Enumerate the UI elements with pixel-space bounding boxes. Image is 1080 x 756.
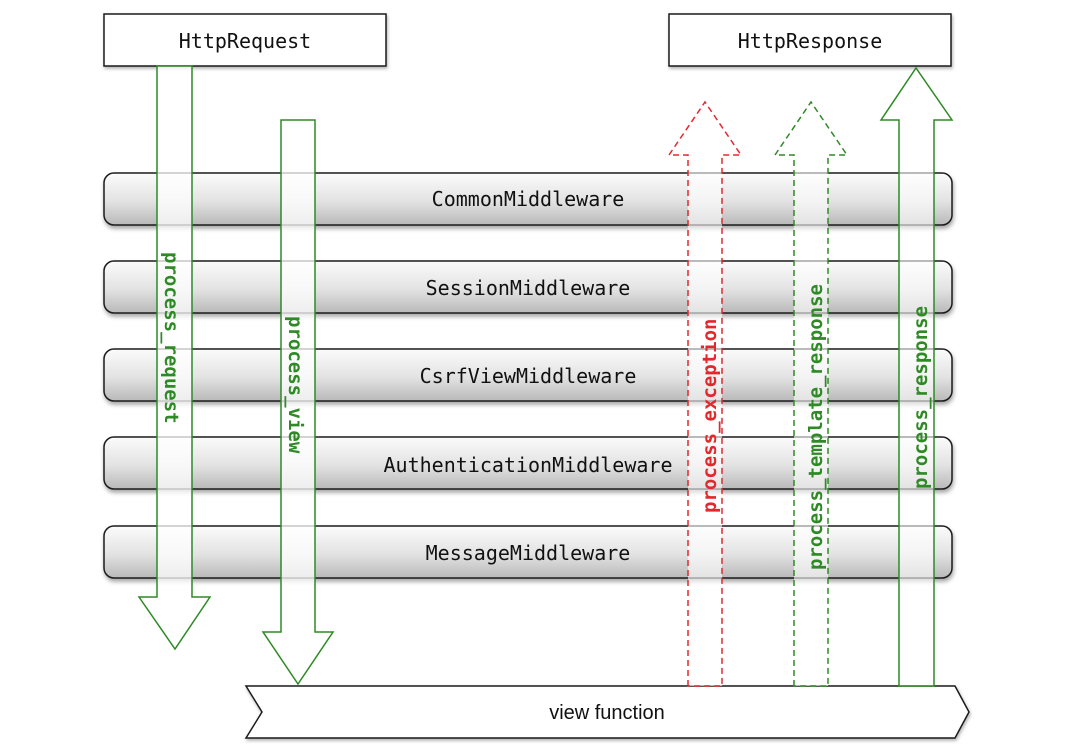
process-request-arrow: process_request — [137, 65, 212, 651]
http-request-label: HttpRequest — [179, 29, 311, 53]
process-exception-arrow: process_exception — [667, 100, 743, 687]
middleware-label: AuthenticationMiddleware — [384, 453, 673, 477]
middleware-layer-csrf: CsrfViewMiddleware — [103, 348, 953, 402]
process-template-response-label: process_template_response — [805, 284, 827, 570]
middleware-layer-message: MessageMiddleware — [103, 525, 953, 579]
middleware-layer-authentication: AuthenticationMiddleware — [103, 436, 953, 490]
process-view-arrow: process_view — [261, 119, 335, 686]
middleware-layer-common: CommonMiddleware — [103, 172, 953, 226]
process-view-label: process_view — [284, 316, 306, 454]
view-function-label: view function — [549, 702, 665, 724]
process-template-response-arrow: process_template_response — [773, 100, 849, 687]
process-response-label: process_response — [910, 306, 932, 489]
process-exception-label: process_exception — [699, 319, 721, 513]
middleware-label: CsrfViewMiddleware — [420, 364, 637, 388]
middleware-label: CommonMiddleware — [432, 187, 625, 211]
http-response-box: HttpResponse — [668, 13, 952, 67]
view-function-banner: view function — [244, 685, 970, 739]
http-response-label: HttpResponse — [738, 29, 883, 53]
http-request-box: HttpRequest — [103, 13, 387, 67]
process-request-label: process_request — [160, 252, 182, 424]
middleware-layer-session: SessionMiddleware — [103, 260, 953, 314]
process-response-arrow: process_response — [879, 66, 954, 687]
middleware-label: SessionMiddleware — [426, 276, 631, 300]
middleware-label: MessageMiddleware — [426, 541, 631, 565]
